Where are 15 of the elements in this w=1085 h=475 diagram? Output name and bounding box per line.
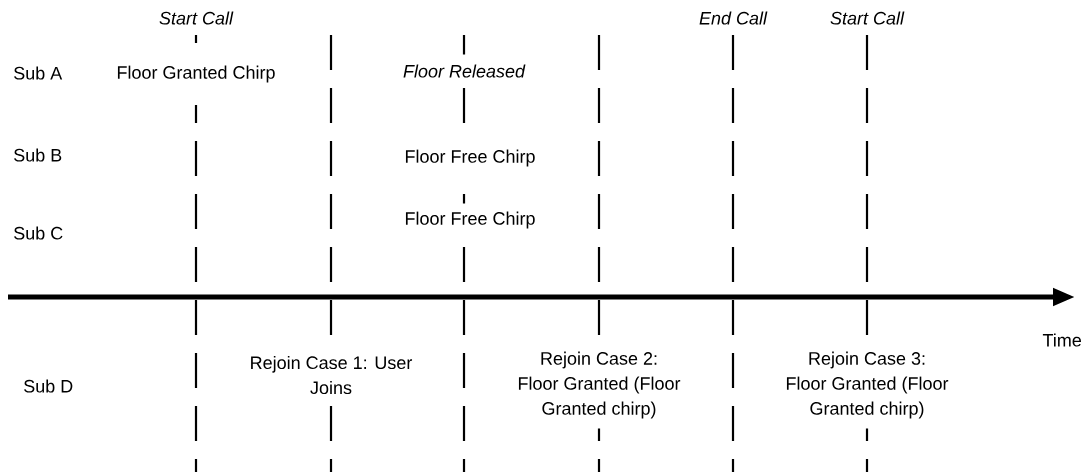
axis-label: Time	[1042, 333, 1081, 347]
event-label: Start Call	[830, 11, 905, 25]
row-label: Sub A	[14, 66, 63, 80]
row-label: Sub D	[24, 379, 73, 393]
row-label: Sub C	[14, 226, 63, 240]
event-label: Floor Free Chirp	[405, 211, 535, 229]
event-label: Floor Granted Chirp	[117, 65, 275, 83]
row-label: Sub B	[14, 148, 62, 162]
event-label: Rejoin Case 1: User Joins	[251, 355, 413, 395]
event-label: Floor Free Chirp	[405, 149, 535, 167]
event-label: Start Call	[159, 11, 234, 25]
event-label: End Call	[699, 11, 768, 25]
event-label: Floor Released	[403, 64, 526, 78]
event-label: Rejoin Case 3: Floor Granted (Floor Granted chirp)	[786, 351, 949, 419]
event-label: Rejoin Case 2: Floor Granted (Floor Granted chirp)	[518, 351, 681, 419]
